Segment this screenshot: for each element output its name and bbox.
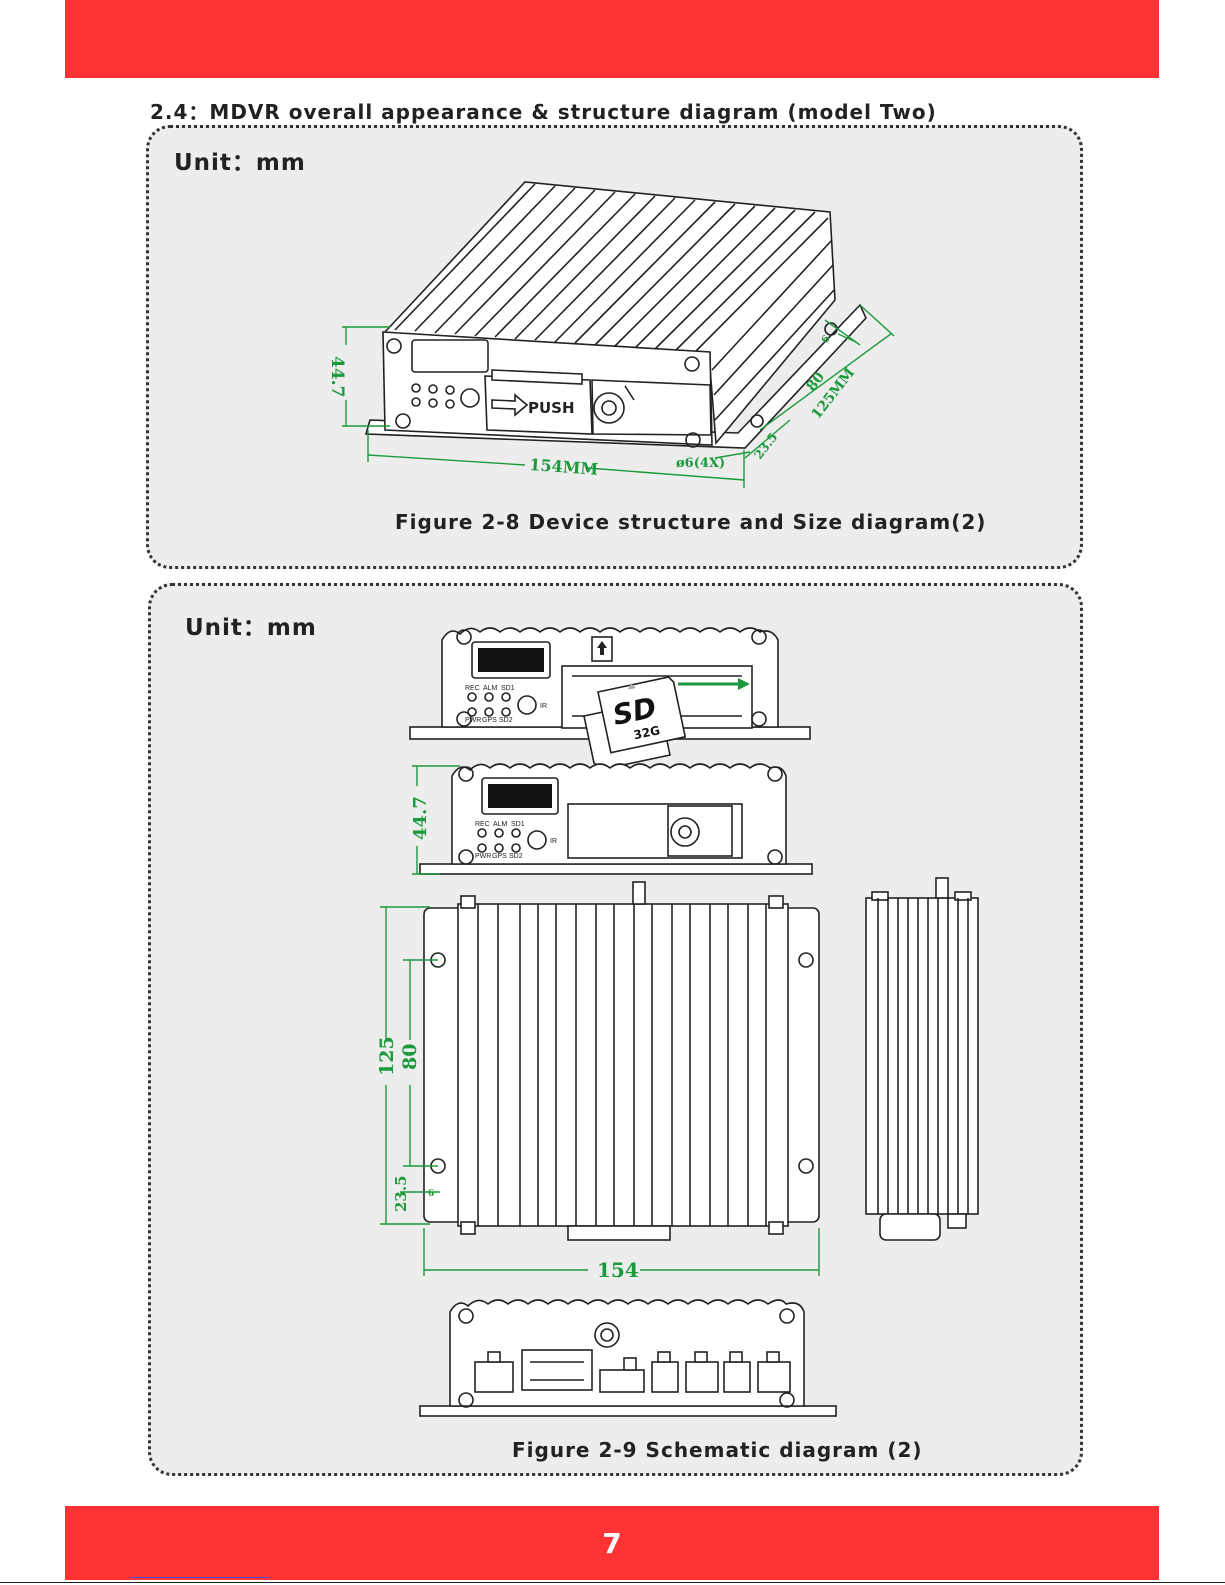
front-view-with-sd: REC ALM SD1 PWR GPS SD2 IR SD 32G bbox=[410, 628, 810, 771]
front-view: REC ALM SD1 PWR GPS SD2 IR 44.7 bbox=[410, 764, 812, 874]
schematic-diagram: REC ALM SD1 PWR GPS SD2 IR SD 32G REC bbox=[0, 0, 1225, 1500]
rear-view bbox=[420, 1300, 836, 1416]
svg-text:REC: REC bbox=[465, 685, 480, 692]
svg-text:SD2: SD2 bbox=[509, 853, 523, 860]
figure-caption-2: Figure 2-9 Schematic diagram (2) bbox=[512, 1438, 923, 1462]
svg-text:REC: REC bbox=[475, 821, 490, 828]
dim-width-top: 125 bbox=[376, 1036, 398, 1076]
svg-text:PWR: PWR bbox=[475, 853, 491, 860]
svg-text:GPS: GPS bbox=[492, 853, 507, 860]
dim-inner-top: 80 bbox=[399, 1044, 421, 1070]
dim-height-front: 44.7 bbox=[410, 796, 431, 840]
footer-band: 7 bbox=[65, 1506, 1159, 1580]
svg-text:SD2: SD2 bbox=[499, 717, 513, 724]
svg-text:SD1: SD1 bbox=[511, 821, 525, 828]
top-view: 125 80 23.5 6 154 bbox=[376, 882, 819, 1282]
svg-text:IR: IR bbox=[550, 838, 557, 845]
dim-small-top: 6 bbox=[428, 1189, 434, 1199]
svg-text:ALM: ALM bbox=[493, 821, 508, 828]
svg-text:GPS: GPS bbox=[482, 717, 497, 724]
page-bottom-rule bbox=[0, 1582, 1225, 1583]
page-number: 7 bbox=[602, 1527, 621, 1560]
footer-link-underline bbox=[130, 1577, 270, 1578]
svg-text:IR: IR bbox=[540, 703, 547, 710]
svg-text:SD1: SD1 bbox=[501, 685, 515, 692]
svg-text:PWR: PWR bbox=[465, 717, 481, 724]
dim-length-top: 154 bbox=[597, 1258, 639, 1282]
svg-text:ALM: ALM bbox=[483, 685, 498, 692]
dim-offset-top: 23.5 bbox=[392, 1175, 410, 1212]
side-view bbox=[866, 878, 978, 1240]
